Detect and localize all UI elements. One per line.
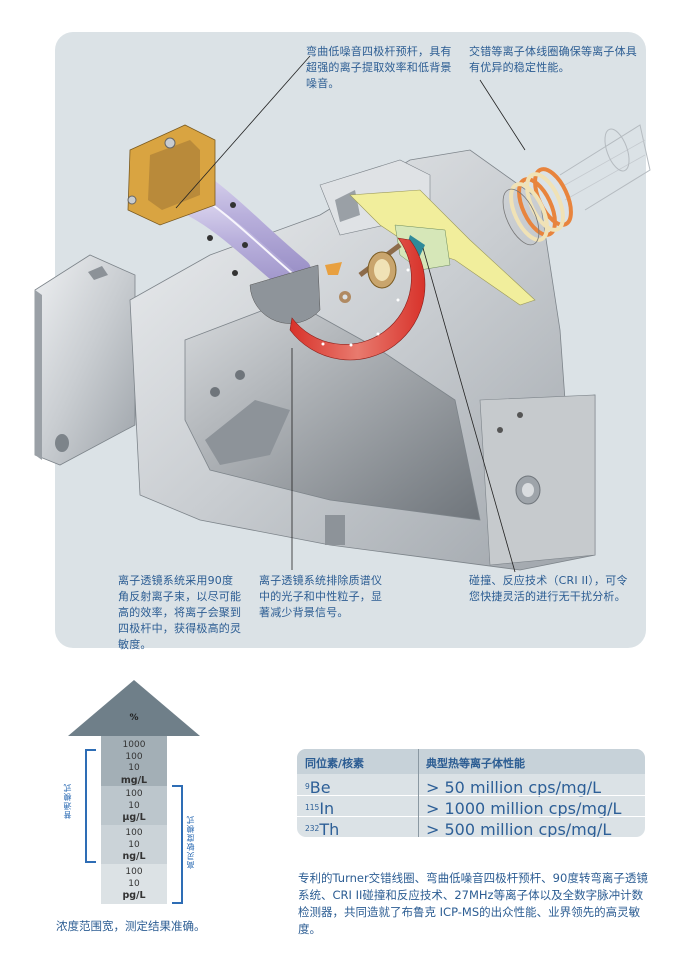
high-sensitivity-mode-label: 高灵敏度模式 <box>186 815 195 869</box>
row-divider <box>297 795 645 796</box>
conc-unit: ng/L <box>122 851 146 862</box>
icp-ms-cutaway-illustration <box>34 55 651 573</box>
concentration-caption: 浓度范围宽，测定结果准确。 <box>56 919 206 933</box>
standard-mode-label: 普通模式 <box>63 783 72 819</box>
callout-quadrupole: 弯曲低噪音四极杆预杆，具有超强的离子提取效率和低背景噪音。 <box>306 45 452 90</box>
ion-mirror-ring <box>289 237 426 361</box>
conc-unit: μg/L <box>122 812 146 823</box>
performance-cell: > 1000 million cps/mg/L <box>426 799 622 818</box>
row-divider <box>297 816 645 817</box>
summary-paragraph: 专利的Turner交错线圈、弯曲低噪音四极杆预杆、90度转弯离子透镜系统、CRI… <box>298 871 648 936</box>
element-symbol: In <box>319 799 335 818</box>
conc-value: 100 <box>125 867 143 877</box>
conc-value: 1000 <box>122 740 146 750</box>
mass-number: 115 <box>305 803 320 812</box>
callout-ion-mirror: 离子透镜系统采用90度角反射离子束，以尽可能高的效率，将离子会聚到四极杆中，获得… <box>118 574 242 651</box>
isotope-cell: 232Th <box>305 820 339 837</box>
arrow-top-label: % <box>129 713 139 723</box>
mass-number: 9 <box>305 782 310 791</box>
isotope-cell: 9Be <box>305 778 331 797</box>
conc-unit: pg/L <box>122 890 146 901</box>
header-performance: 典型热等离子体性能 <box>426 757 525 770</box>
interlaced-coil <box>502 124 651 246</box>
left-flange <box>34 254 136 466</box>
performance-cell: > 500 million cps/mg/L <box>426 820 612 837</box>
conc-value: 100 <box>125 828 143 838</box>
isotope-cell: 115In <box>305 799 334 818</box>
callout-cri: 碰撞、反应技术（CRI II），可令您快捷灵活的进行无干扰分析。 <box>469 574 628 603</box>
quadrupole-clamp <box>127 124 216 226</box>
column-divider <box>418 749 419 837</box>
standard-mode-bracket <box>85 749 96 863</box>
table-row: 232Th > 500 million cps/mg/L <box>297 816 645 837</box>
high-sensitivity-bracket <box>172 785 183 904</box>
leader-lines <box>175 55 526 573</box>
table-header-row: 同位素/核素 典型热等离子体性能 <box>297 749 645 774</box>
table-row: 115In > 1000 million cps/mg/L <box>297 795 645 818</box>
callout-neutral-removal: 离子透镜系统排除质谱仪中的光子和中性粒子，显著减少背景信号。 <box>259 574 383 619</box>
concentration-block-mg: 1000 100 10 mg/L <box>101 736 167 786</box>
conc-value: 10 <box>128 878 140 889</box>
concentration-block-ng: 100 10 ng/L <box>101 825 167 864</box>
conc-unit: mg/L <box>120 774 148 786</box>
isotope-performance-table: 同位素/核素 典型热等离子体性能 9Be > 50 million cps/mg… <box>297 749 645 837</box>
conc-value: 10 <box>128 800 140 811</box>
conc-value: 100 <box>125 789 143 799</box>
element-symbol: Be <box>309 778 331 797</box>
performance-cell: > 50 million cps/mg/L <box>426 778 602 797</box>
conc-value: 10 <box>128 763 140 773</box>
concentration-block-pg: 100 10 pg/L <box>101 864 167 904</box>
arrow-head <box>68 680 200 736</box>
concentration-arrow-graphic <box>68 680 200 904</box>
element-symbol: Th <box>319 820 340 837</box>
header-isotope: 同位素/核素 <box>305 757 365 770</box>
concentration-block-ug: 100 10 μg/L <box>101 786 167 825</box>
conc-value: 100 <box>125 751 143 762</box>
table-row: 9Be > 50 million cps/mg/L <box>297 774 645 797</box>
conc-value: 10 <box>128 839 140 850</box>
mass-number: 232 <box>305 824 320 833</box>
callout-coil: 交错等离子体线圈确保等离子体具有优异的稳定性能。 <box>469 45 637 74</box>
